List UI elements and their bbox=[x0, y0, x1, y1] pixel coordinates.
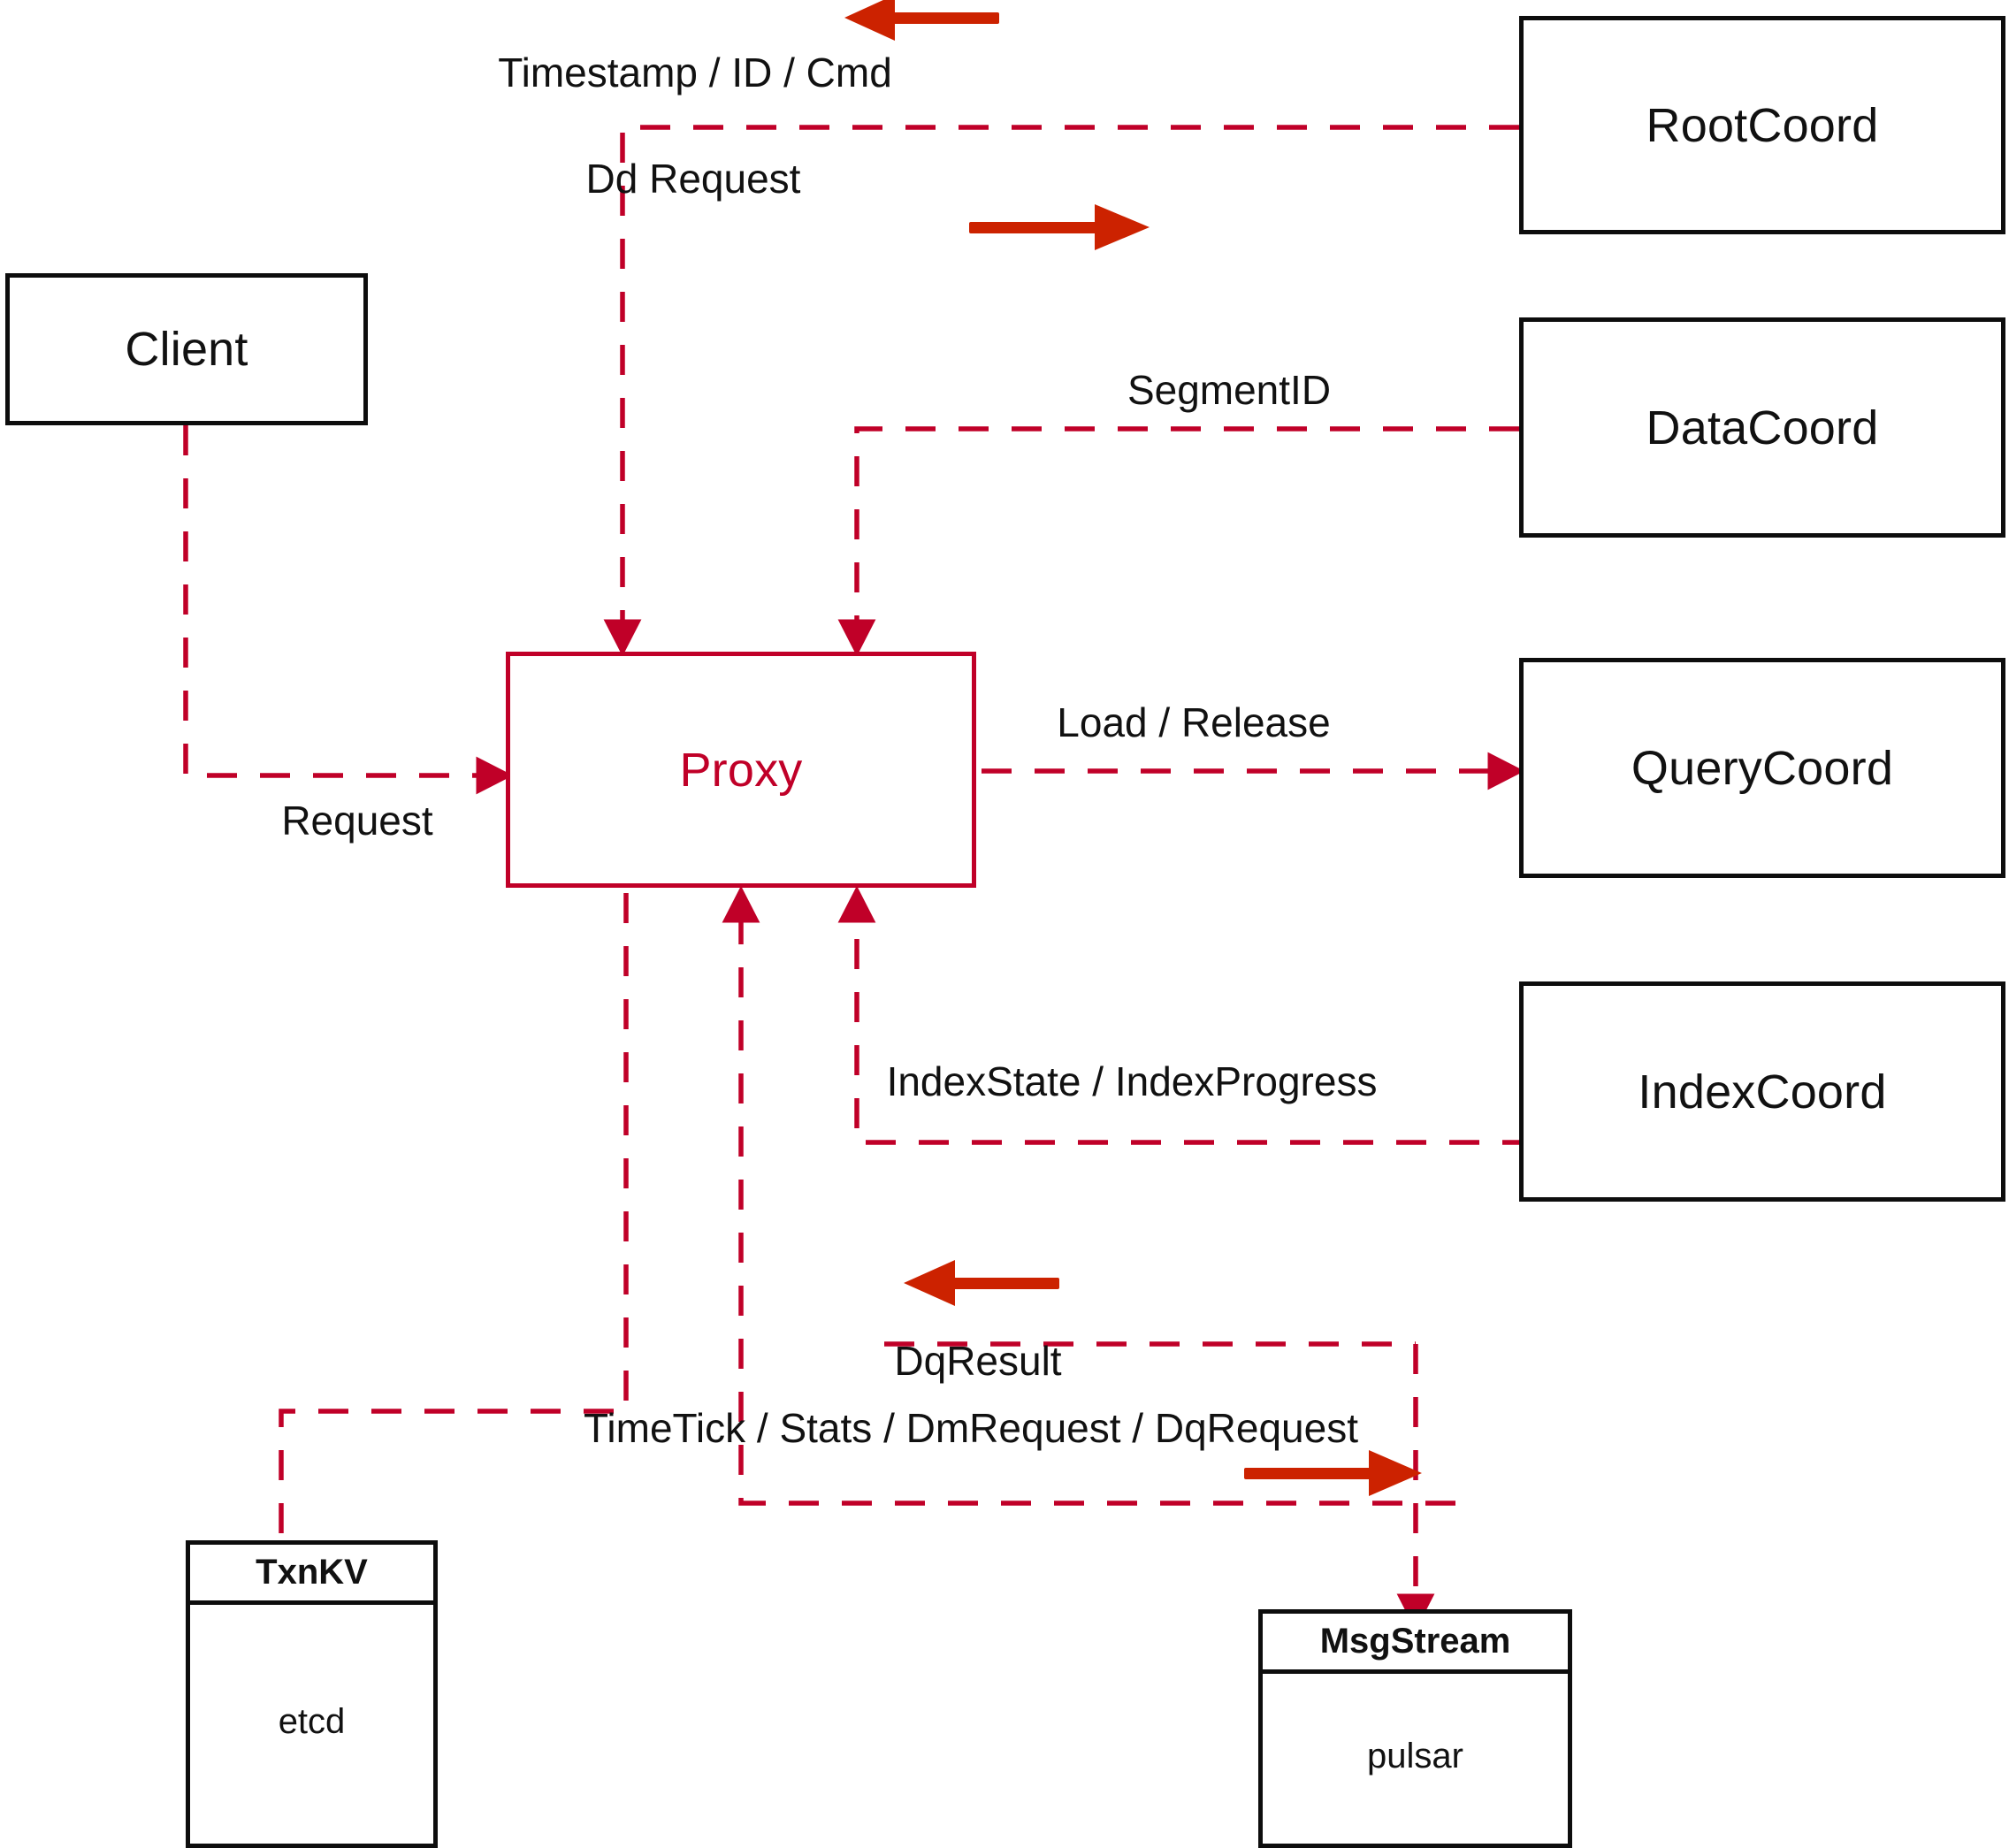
node-msgstream-body: pulsar bbox=[1367, 1737, 1463, 1775]
direction-arrow-dd-request bbox=[969, 204, 1150, 250]
node-txnkv-header: TxnKV bbox=[190, 1545, 433, 1605]
edge-label-dq-result: DqResult bbox=[894, 1338, 1062, 1384]
edge-label-index-state-progress: IndexState / IndexProgress bbox=[886, 1058, 1378, 1104]
node-data-coord[interactable]: DataCoord bbox=[1519, 317, 2005, 538]
edge-label-timestamp-id-cmd: Timestamp / ID / Cmd bbox=[498, 50, 892, 95]
node-txnkv[interactable]: TxnKV etcd bbox=[186, 1540, 438, 1848]
edge-datacoord-to-proxy bbox=[837, 426, 1519, 657]
edge-msgstream-to-proxy bbox=[722, 885, 1455, 1506]
edge-proxy-to-txnkv bbox=[279, 893, 629, 1540]
node-data-coord-label: DataCoord bbox=[1646, 401, 1879, 454]
direction-arrow-dq-result bbox=[904, 1260, 1059, 1306]
node-proxy[interactable]: Proxy bbox=[506, 652, 976, 888]
node-root-coord-label: RootCoord bbox=[1646, 98, 1879, 152]
direction-arrow-timetick bbox=[1244, 1450, 1422, 1496]
edge-indexcoord-to-proxy bbox=[837, 885, 1532, 1145]
node-query-coord[interactable]: QueryCoord bbox=[1519, 658, 2005, 878]
edge-label-request: Request bbox=[281, 798, 433, 844]
node-msgstream-header: MsgStream bbox=[1263, 1614, 1568, 1674]
edge-label-segment-id: SegmentID bbox=[1127, 367, 1332, 413]
node-txnkv-body: etcd bbox=[278, 1702, 346, 1741]
node-msgstream[interactable]: MsgStream pulsar bbox=[1258, 1609, 1572, 1848]
edge-label-dd-request: Dd Request bbox=[585, 156, 801, 202]
direction-arrow-group bbox=[844, 0, 1422, 1496]
edge-client-to-proxy bbox=[183, 425, 514, 795]
node-query-coord-label: QueryCoord bbox=[1631, 741, 1894, 795]
node-index-coord[interactable]: IndexCoord bbox=[1519, 981, 2005, 1202]
node-client-label: Client bbox=[125, 323, 248, 376]
direction-arrow-timestamp bbox=[844, 0, 999, 41]
edge-label-timetick-stats-dmrequest-dqrequest: TimeTick / Stats / DmRequest / DqRequest bbox=[584, 1405, 1358, 1451]
node-proxy-label: Proxy bbox=[679, 743, 803, 797]
edge-label-load-release: Load / Release bbox=[1057, 699, 1331, 745]
node-index-coord-label: IndexCoord bbox=[1638, 1065, 1887, 1119]
node-client[interactable]: Client bbox=[5, 273, 368, 425]
edge-rootcoord-to-proxy bbox=[603, 125, 1519, 657]
node-root-coord[interactable]: RootCoord bbox=[1519, 16, 2005, 234]
